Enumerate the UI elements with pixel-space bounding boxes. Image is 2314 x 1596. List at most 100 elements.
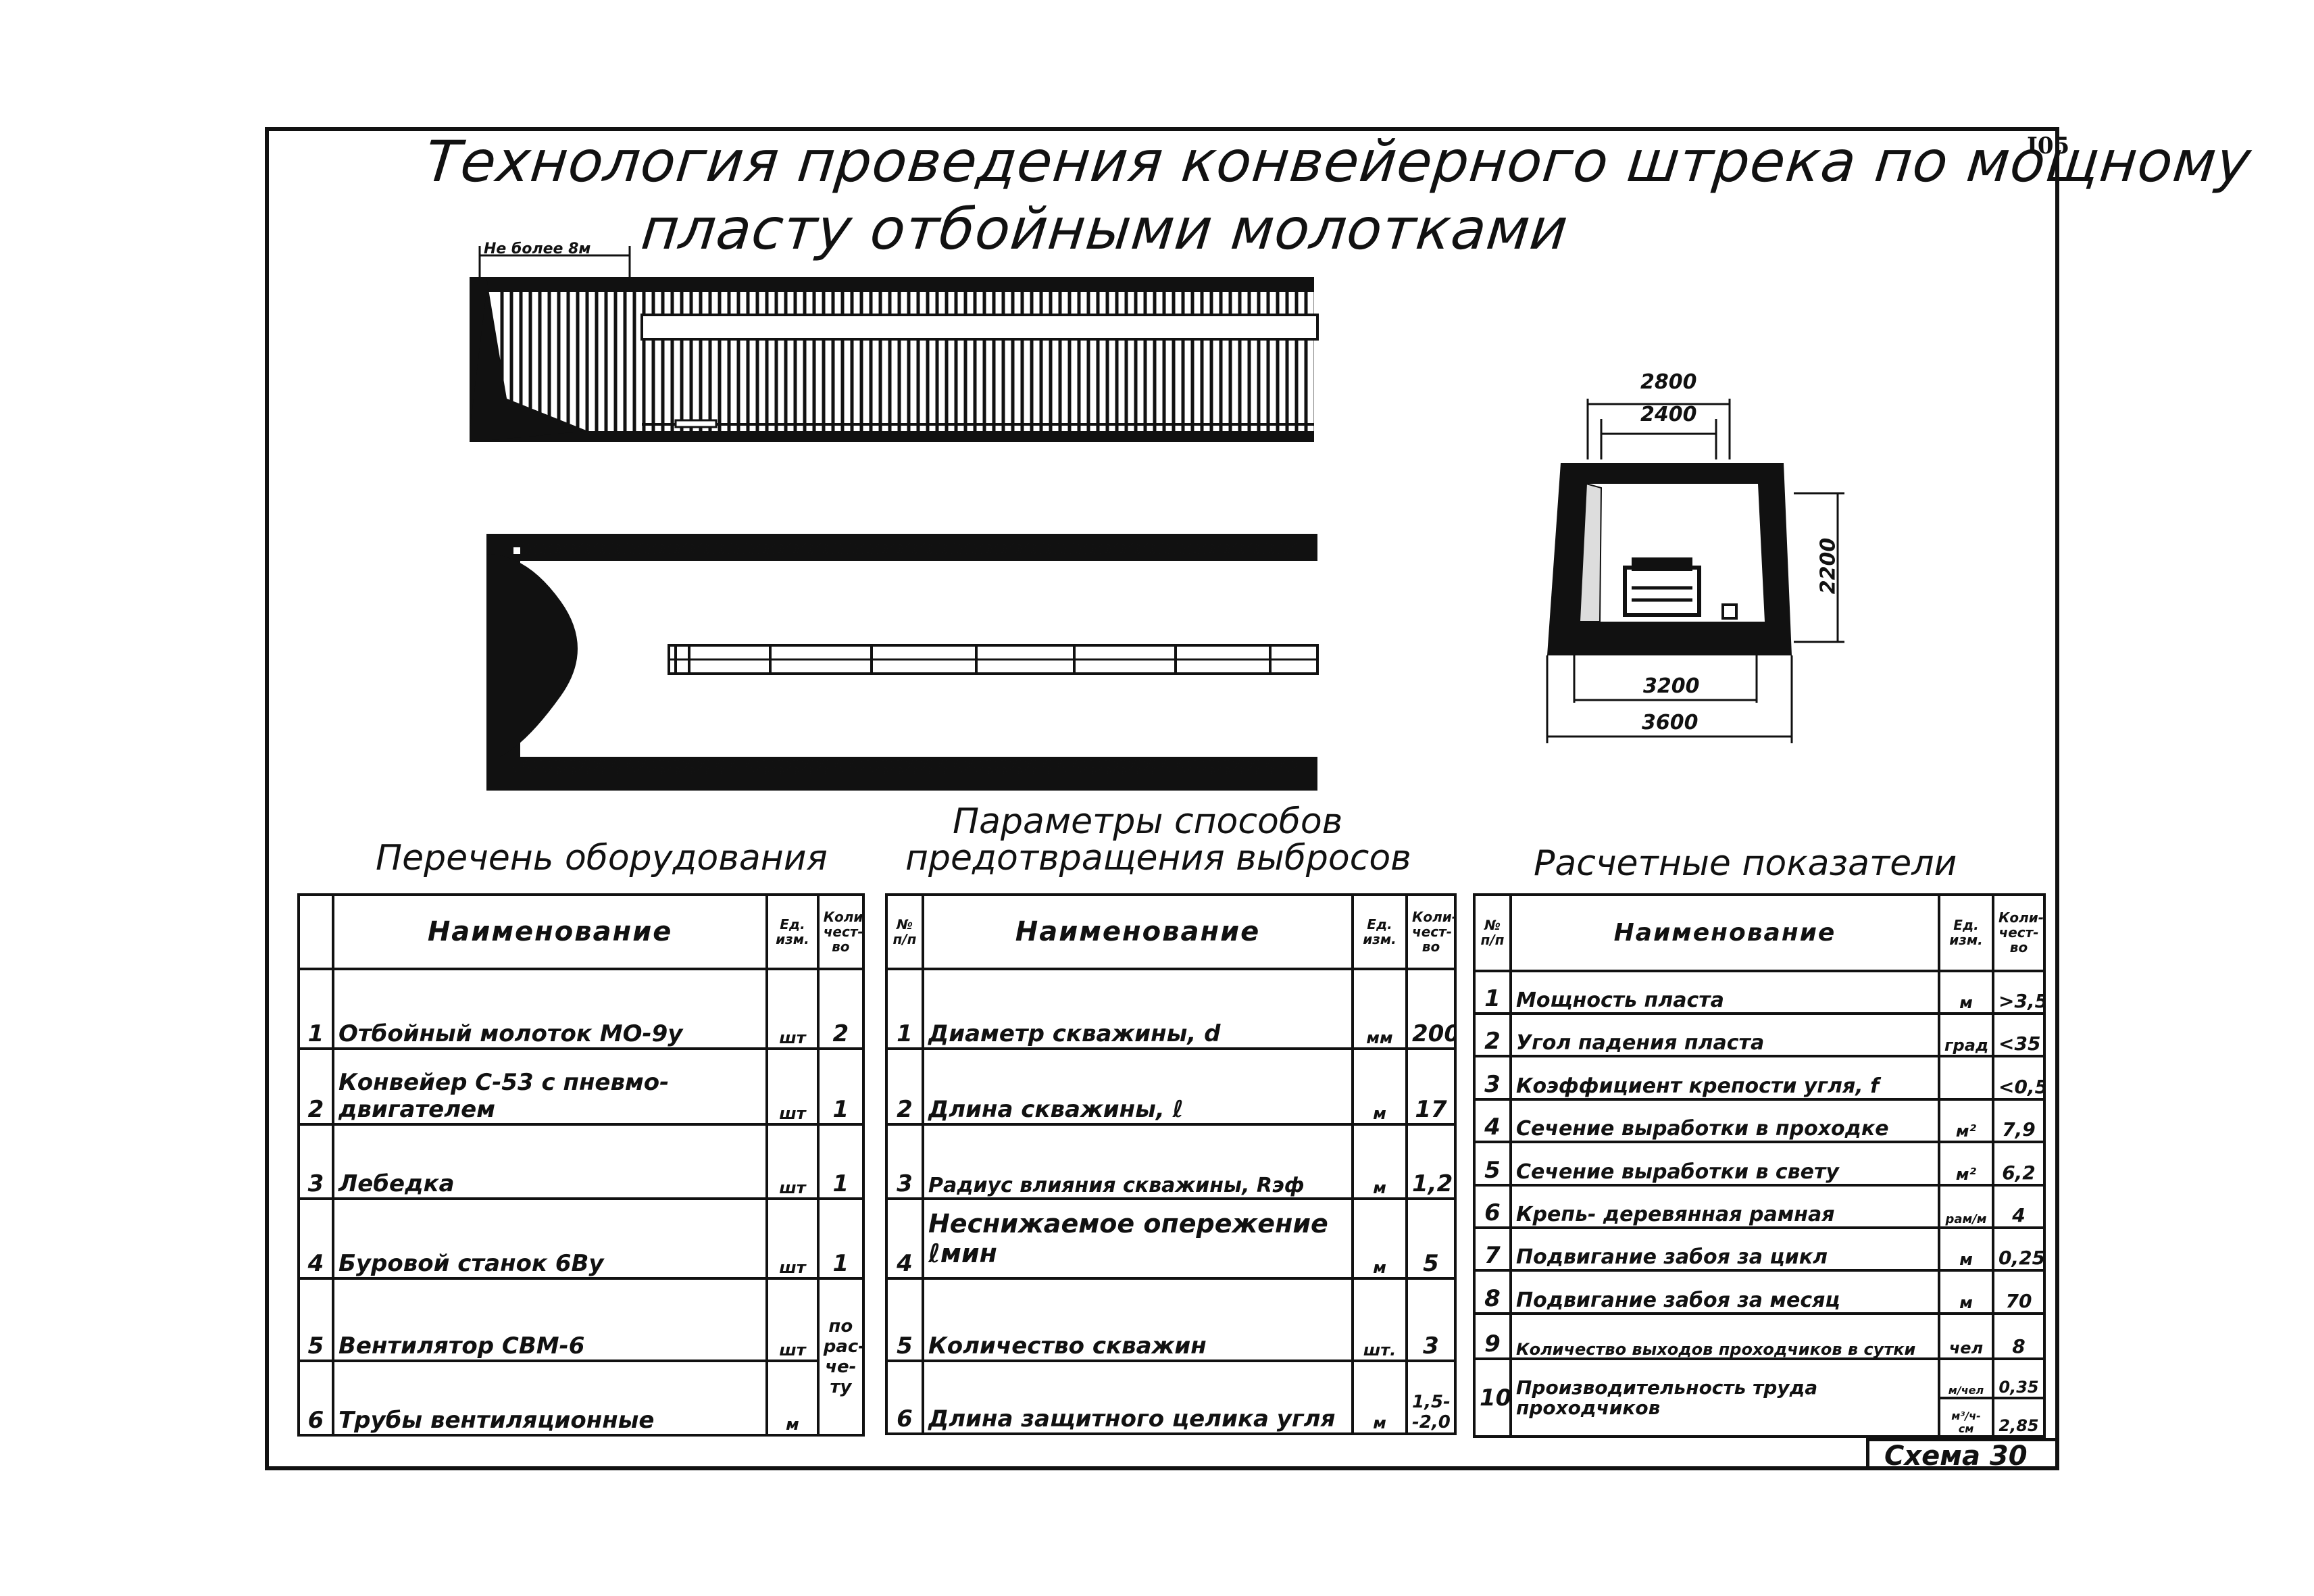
parameters-row-number: 6 (885, 1360, 924, 1435)
title-line-1: Технология проведения конвейерного штрек… (422, 128, 2255, 195)
equipment-row-number: 6 (297, 1360, 334, 1437)
parameters-row-name: Неснижаемое опережение ℓмин (922, 1197, 1354, 1280)
parameters-header-name: Наименование (922, 893, 1354, 970)
indicators-row-unit: град (1938, 1012, 1994, 1058)
parameters-row-number: 2 (885, 1047, 924, 1126)
parameters-header-qty: Коли- чест- во (1405, 893, 1457, 970)
indicators-header-no: № п/п (1473, 893, 1512, 972)
dim-3200: 3200 (1643, 674, 1700, 698)
parameters-row-qty: 3 (1405, 1277, 1457, 1362)
indicators-row-name: Крепь- деревянная рамная (1509, 1183, 1940, 1230)
table-row: 5 Вентилятор СВМ-6 шт по рас- че- ту (297, 1277, 865, 1437)
equipment-row-number: 1 (297, 968, 334, 1050)
cross-section-drawing (1546, 399, 1844, 743)
equipment-row-number: 3 (297, 1123, 334, 1200)
equipment-row-unit: шт (765, 1123, 820, 1200)
equipment-row-name: Конвейер С-53 с пневмо- двигателем (331, 1047, 769, 1126)
indicators-row-qty: 7,9 (1992, 1097, 2046, 1144)
parameters-title-line-1: Параметры способов (953, 801, 1343, 842)
equipment-row-unit: шт (765, 1197, 820, 1280)
indicators-row-qty: 4 (1992, 1183, 2046, 1230)
table-row: 7 Подвигание забоя за цикл м 0,25 (1473, 1226, 2046, 1272)
table-row: 4 Буровой станок 6Ву шт 1 (297, 1197, 865, 1280)
indicators-row-number: 7 (1473, 1226, 1512, 1272)
equipment-row-name: Трубы вентиляционные (331, 1360, 769, 1437)
indicators-row-unit: м² (1938, 1097, 1994, 1144)
indicators-row-number: 9 (1473, 1312, 1512, 1361)
equipment-header-name: Наименование (331, 893, 769, 970)
table-row: 9 Количество выходов проходчиков в сутки… (1473, 1312, 2046, 1361)
indicators-header-qty: Коли- чест- во (1992, 893, 2046, 972)
parameters-row-unit: м (1351, 1047, 1408, 1126)
indicators-row-number: 2 (1473, 1012, 1512, 1058)
table-row: 5 Количество скважин шт. 3 (885, 1277, 1457, 1362)
indicators-row-number: 4 (1473, 1097, 1512, 1144)
indicators-row-name: Количество выходов проходчиков в сутки (1509, 1312, 1940, 1361)
table-row: 6 Трубы вентиляционные м (297, 1360, 863, 1437)
equipment-row-number: 4 (297, 1197, 334, 1280)
page-number: I05 (2027, 132, 2070, 159)
indicators-row-qty-2: 2,85 (1992, 1396, 2046, 1439)
indicators-header-unit: Ед. изм. (1938, 893, 1994, 972)
parameters-table: № п/п Наименование Ед. изм. Коли- чест- … (885, 893, 1457, 1435)
table-row: 5 Сечение выработки в свету м² 6,2 (1473, 1141, 2046, 1187)
indicators-row-unit: чел (1938, 1312, 1994, 1361)
indicators-row-name: Угол падения пласта (1509, 1012, 1940, 1058)
parameters-header-no: № п/п (885, 893, 924, 970)
indicators-row-qty: 70 (1992, 1269, 2046, 1315)
indicators-row-unit: рам/м (1938, 1183, 1994, 1230)
parameters-row-number: 3 (885, 1123, 924, 1200)
parameters-row-name: Количество скважин (922, 1277, 1354, 1362)
equipment-title: Перечень оборудования (376, 838, 828, 878)
parameters-row-qty: 5 (1405, 1197, 1457, 1280)
indicators-row-name: Подвигание забоя за месяц (1509, 1269, 1940, 1315)
dim-3600: 3600 (1642, 711, 1699, 734)
indicators-row-qty: <35 (1992, 1012, 2046, 1058)
parameters-row-name: Длина скважины, ℓ (922, 1047, 1354, 1126)
parameters-row-qty: 200 (1405, 968, 1457, 1050)
parameters-title-line-2: предотвращения выбросов (905, 838, 1411, 878)
parameters-row-number: 1 (885, 968, 924, 1050)
equipment-row-qty: 1 (816, 1047, 865, 1126)
table-row: 3 Коэффициент крепости угля, f <0,5 (1473, 1055, 2046, 1101)
indicators-row-qty: 6,2 (1992, 1141, 2046, 1187)
equipment-row-qty: 2 (816, 968, 865, 1050)
parameters-row-number: 5 (885, 1277, 924, 1362)
schema-label: Схема 30 (1866, 1438, 2059, 1471)
equipment-header-no (297, 893, 334, 970)
indicators-row-unit-2: м³/ч-см (1938, 1396, 1994, 1439)
table-row: 2 Угол падения пласта град <35 (1473, 1012, 2046, 1058)
table-row: 3 Радиус влияния скважины, Rэф м 1,2 (885, 1123, 1457, 1200)
indicators-row-name: Подвигание забоя за цикл (1509, 1226, 1940, 1272)
indicators-row-number: 8 (1473, 1269, 1512, 1315)
parameters-row-name: Радиус влияния скважины, Rэф (922, 1123, 1354, 1200)
table-row: 1 Мощность пласта м >3,5 (1473, 969, 2046, 1015)
parameters-row-qty: 1,5- -2,0 (1405, 1360, 1457, 1435)
table-row: 4 Сечение выработки в проходке м² 7,9 (1473, 1097, 2046, 1144)
equipment-row-name: Отбойный молоток МО-9у (331, 968, 769, 1050)
indicators-row-unit (1938, 1055, 1994, 1101)
indicators-row-qty: 8 (1992, 1312, 2046, 1361)
indicators-table: № п/п Наименование Ед. изм. Коли- чест- … (1473, 893, 2046, 1439)
indicators-row-name: Сечение выработки в проходке (1509, 1097, 1940, 1144)
equipment-table: Наименование Ед. изм. Коли- чест- во 1 О… (297, 893, 865, 1437)
indicators-row-number: 3 (1473, 1055, 1512, 1101)
table-row: 8 Подвигание забоя за месяц м 70 (1473, 1269, 2046, 1315)
dim-2200: 2200 (1816, 537, 1840, 595)
equipment-row-qty: 1 (816, 1197, 865, 1280)
parameters-row-name: Диаметр скважины, d (922, 968, 1354, 1050)
equipment-row-unit: шт (765, 1047, 820, 1126)
indicators-row-qty: >3,5 (1992, 969, 2046, 1015)
indicators-row-qty: 0,25 (1992, 1226, 2046, 1272)
indicators-row-name: Коэффициент крепости угля, f (1509, 1055, 1940, 1101)
table-row: 4 Неснижаемое опережение ℓмин м 5 (885, 1197, 1457, 1280)
table-row: 10 Производительность труда проходчиков … (1473, 1357, 2046, 1438)
longitudinal-section-drawing (470, 246, 1319, 442)
table-row: 1 Отбойный молоток МО-9у шт 2 (297, 968, 865, 1050)
parameters-row-qty: 1,2 (1405, 1123, 1457, 1200)
indicators-header-name: Наименование (1509, 893, 1940, 972)
equipment-header-qty: Коли- чест- во (816, 893, 865, 970)
parameters-row-qty: 17 (1405, 1047, 1457, 1126)
equipment-row-unit: шт (765, 968, 820, 1050)
table-row: 6 Крепь- деревянная рамная рам/м 4 (1473, 1183, 2046, 1230)
